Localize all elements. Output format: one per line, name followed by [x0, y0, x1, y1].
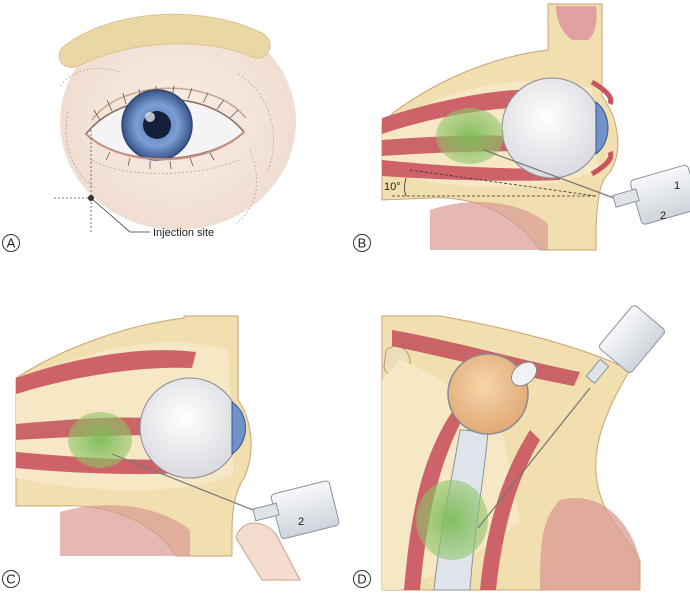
syringe-b	[612, 164, 690, 225]
panel-letter-circle-c	[2, 570, 20, 588]
needle	[483, 149, 615, 199]
anesthetic-spread	[68, 412, 132, 468]
sinus-cavity	[430, 201, 548, 250]
globe	[139, 377, 241, 479]
eyebrow	[58, 13, 271, 68]
needle-position-2: 2	[660, 210, 666, 222]
panel-letter-a: A	[7, 236, 16, 251]
panel-letter-circle-a	[2, 234, 20, 252]
skin-fold-lines	[59, 68, 274, 225]
globe	[447, 353, 529, 435]
lower-eyelid	[85, 131, 245, 161]
eyelids	[590, 79, 614, 177]
globe	[501, 77, 603, 179]
sinus-cavity	[60, 505, 190, 556]
cornea	[231, 401, 246, 455]
angle-needle-line	[409, 169, 597, 197]
panel-b: 10° 1 2 B	[353, 3, 690, 252]
sinus-cavity	[540, 498, 640, 590]
frontal-bone-edge	[556, 6, 597, 40]
panel-c-position: 2	[298, 516, 304, 528]
upper-eyelid-crease	[91, 87, 247, 121]
finger	[235, 522, 301, 581]
injection-site-leader	[90, 197, 150, 233]
lens	[510, 361, 538, 387]
panel-letter-c: C	[6, 572, 15, 587]
angle-label: 10°	[384, 181, 401, 193]
injection-site-label: Injection site	[153, 227, 214, 239]
syringe-d	[585, 305, 665, 384]
panel-letter-b: B	[358, 236, 367, 251]
panel-letter-circle-d	[353, 570, 371, 588]
angle-arc	[404, 177, 407, 197]
panel-c: 2 C	[2, 315, 340, 588]
anesthetic-spread	[436, 108, 504, 164]
panel-a: Injection site A	[2, 13, 296, 252]
panel-letter-d: D	[357, 572, 366, 587]
needle	[477, 387, 591, 529]
syringe-c	[252, 480, 340, 539]
cornea	[595, 100, 609, 156]
eye-highlight	[145, 112, 155, 122]
panel-letter-circle-b	[353, 234, 371, 252]
needle-position-1: 1	[674, 180, 680, 192]
anesthetic-spread	[416, 480, 488, 560]
panel-d: D	[353, 305, 665, 591]
needle	[111, 453, 259, 513]
